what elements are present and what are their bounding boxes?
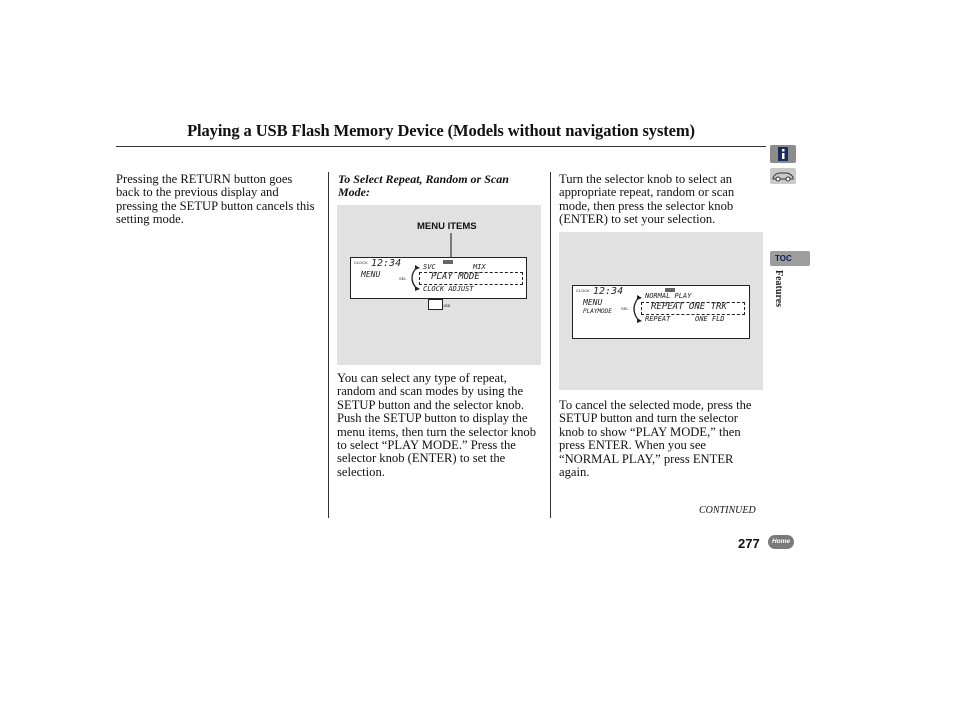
home-label: Home [771,538,791,545]
column-divider-right [550,172,551,518]
sel-label: SEL [399,276,407,281]
play-mode-figure: CLOCK 12:34 MENU PLAYMODE SEL NORMAL PLA… [559,232,763,390]
car-tab[interactable] [770,168,796,184]
menu-item-3: CLOCK ADJUST [423,285,474,293]
play-item-2: REPEAT ONE TRK [651,302,727,312]
title-divider [116,146,766,147]
page-number: 277 [738,536,760,551]
col3-paragraph-2: To cancel the selected mode, press the S… [559,398,752,480]
radio-display-play-mode: CLOCK 12:34 MENU PLAYMODE SEL NORMAL PLA… [572,285,750,339]
page-title: Playing a USB Flash Memory Device (Model… [187,121,695,140]
usb-indicator-label: USB [442,303,451,308]
selector-arrow-icon-2 [633,295,642,323]
selector-arrow-icon [411,265,420,291]
menu-item-1: SVC [423,263,436,271]
section-heading: To Select Repeat, Random or Scan Mode: [338,172,509,199]
clock-label: CLOCK [354,260,368,265]
callout-label: MENU ITEMS [417,221,477,232]
column-divider-left [328,172,329,518]
play-item-3: REPEAT [645,315,671,323]
menu-items-figure: MENU ITEMS CLOCK 12:34 MENU SEL SVC MIX … [337,205,541,365]
info-icon [778,147,788,161]
home-button[interactable]: Home [768,535,794,549]
car-icon [772,172,794,182]
toc-button[interactable]: TOC [770,251,810,266]
radio-display: CLOCK 12:34 MENU SEL SVC MIX PLAY MODE C… [350,257,527,299]
sel-label-2: SEL [621,306,629,311]
display-submode: PLAYMODE [583,308,612,315]
menu-item-2: PLAY MODE [431,272,480,282]
menu-extra: MIX [473,263,486,271]
display-time-2: 12:34 [593,286,624,297]
display-mode: MENU [361,270,381,279]
info-tab[interactable] [770,145,796,163]
usb-indicator-icon [428,299,443,310]
display-mode-2: MENU [583,298,603,307]
highlight-box-2 [641,302,745,315]
status-badge [443,260,453,264]
play-item-4: ONE FLD [695,315,725,323]
col1-paragraph: Pressing the RETURN button goes back to … [116,172,315,227]
highlight-box [419,272,523,285]
toc-label: TOC [775,254,792,263]
status-badge-2 [665,288,675,292]
section-label-vertical[interactable]: Features [773,270,784,308]
col3-paragraph-1: Turn the selector knob to select an appr… [559,172,735,227]
play-item-1: NORMAL PLAY [645,292,692,300]
continued-label: CONTINUED [699,505,756,516]
col2-paragraph: You can select any type of repeat, rando… [337,371,537,479]
display-time: 12:34 [371,258,402,269]
clock-label-2: CLOCK [576,288,590,293]
